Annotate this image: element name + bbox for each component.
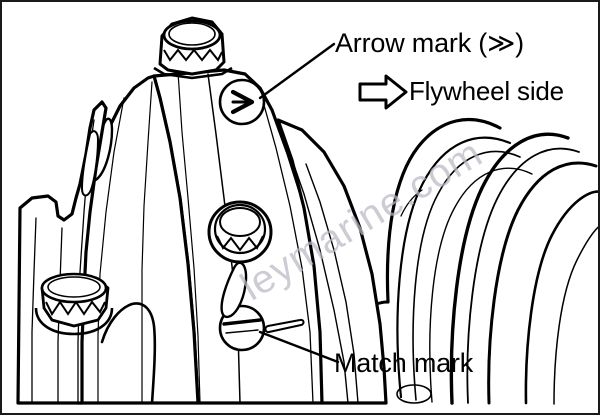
block-boss-upper-teardrop [220,261,248,319]
arrow-mark-callout [218,78,266,126]
bolt-head-lower-left [34,272,114,336]
arrow-mark-label: Arrow mark (≫) [335,28,524,58]
match-mark-label: Match mark [334,348,474,378]
flange-slot-mark [264,318,305,334]
cylinder-block-outline [76,68,324,405]
bolt-head-top [153,16,233,80]
flywheel-rim-arcs [366,117,598,405]
match-mark-leader-line [258,330,340,364]
arrow-mark-leader-line [258,42,336,100]
flywheel-side-label: Flywheel side [409,76,564,106]
flange-contour-lines [287,147,359,404]
bolt-head-center [207,200,273,264]
block-flange [276,118,388,405]
lower-left-rib [100,302,157,405]
flywheel-hub-detail [396,384,432,404]
hollow-right-arrow-icon [358,74,408,110]
bracket-notch [80,130,100,197]
